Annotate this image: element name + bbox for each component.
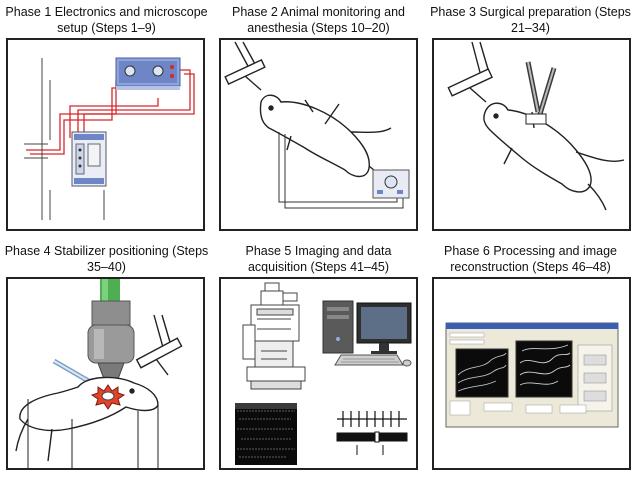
software-window-icon	[445, 322, 619, 428]
phase1-panel	[6, 38, 205, 231]
monitor-icon	[356, 302, 412, 354]
electronics-rack-icon	[71, 131, 107, 187]
ecg-trace-icon	[336, 411, 408, 455]
phase3-caption: Phase 3 Surgical preparation (Steps 21–3…	[430, 5, 631, 35]
phase2-panel	[219, 38, 418, 231]
keyboard-icon	[334, 354, 412, 367]
phase1-caption: Phase 1 Electronics and microscope setup…	[5, 5, 208, 35]
stereotax-arm-icon	[224, 41, 266, 91]
microscope-icon	[242, 282, 306, 390]
phase2-caption: Phase 2 Animal monitoring and anesthesia…	[231, 5, 406, 35]
rat-icon	[15, 376, 159, 462]
objective-icon	[87, 279, 135, 380]
forceps-icon	[525, 61, 557, 125]
phase5-panel	[219, 277, 418, 470]
computer-tower-icon	[322, 300, 354, 354]
phase6-panel	[432, 277, 631, 470]
phase5-caption: Phase 5 Imaging and data acquisition (St…	[245, 244, 392, 274]
phase3-panel	[432, 38, 631, 231]
monitor-device-icon	[372, 169, 410, 199]
phase4-illustration	[15, 279, 183, 468]
phase4-caption: Phase 4 Stabilizer positioning (Steps 35…	[4, 244, 209, 274]
image-stack-icon	[235, 403, 297, 465]
phase2-illustration	[224, 41, 410, 209]
laser-spot	[90, 384, 126, 410]
rat-icon	[259, 94, 392, 191]
phase1-illustration	[24, 57, 195, 220]
stimulator-box-icon	[115, 57, 181, 90]
phase6-caption: Phase 6 Processing and image reconstruct…	[443, 244, 618, 274]
phase5-illustration	[235, 282, 412, 465]
phase3-illustration	[447, 41, 625, 211]
phase4-panel	[6, 277, 205, 470]
phase6-illustration	[445, 322, 619, 428]
rat-icon	[483, 102, 625, 211]
